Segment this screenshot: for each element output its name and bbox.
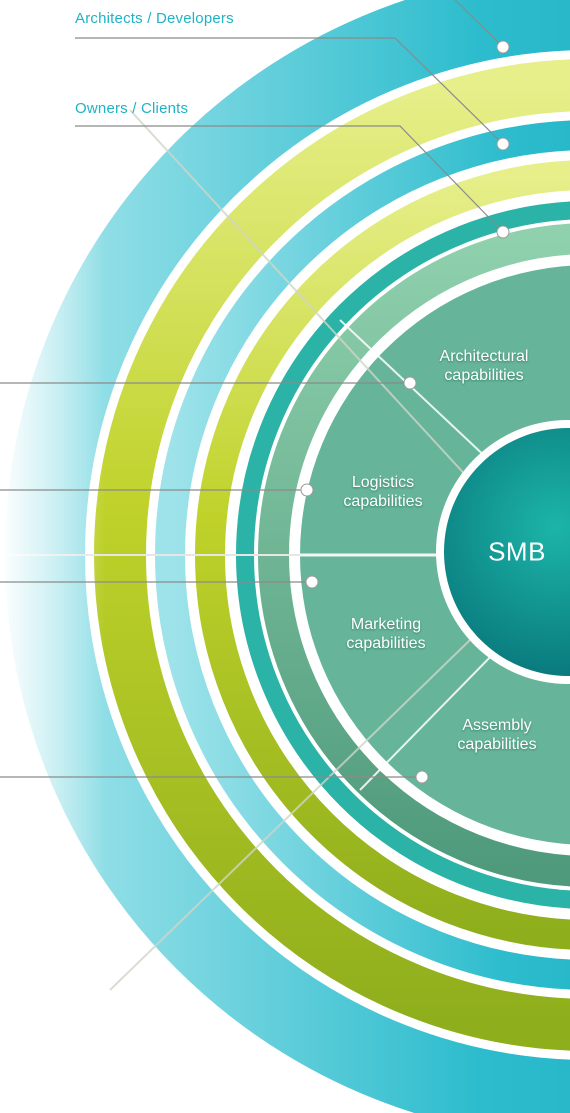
marketing-capabilities-label: Marketing capabilities (346, 615, 425, 653)
left-fade (0, 0, 300, 1113)
smb-center-label: SMB (488, 536, 546, 567)
assembly-line1: Assembly (462, 717, 532, 734)
leader-architects-developers (75, 37, 504, 145)
label-architects-developers: Architects / Developers (75, 10, 234, 27)
smb-disc (444, 428, 570, 676)
leader-owners-clients (75, 125, 504, 233)
logistics-capabilities-label: Logistics capabilities (343, 473, 422, 511)
architectural-capabilities-label: Architectural capabilities (440, 347, 529, 385)
dot-logistics (300, 483, 314, 497)
dot-owners-clients (496, 225, 510, 239)
logistics-line2: capabilities (343, 493, 423, 510)
dot-marketing (305, 575, 319, 589)
architectural-line1: Architectural (439, 348, 529, 365)
label-owners-clients: Owners / Clients (75, 100, 189, 117)
dot-architects-developers (496, 137, 510, 151)
marketing-line2: capabilities (346, 635, 426, 652)
assembly-capabilities-label: Assembly capabilities (457, 716, 536, 754)
assembly-line2: capabilities (457, 736, 537, 753)
marketing-line1: Marketing (350, 616, 422, 633)
dot-architectural (403, 376, 417, 390)
logistics-line1: Logistics (351, 474, 415, 491)
dot-assembly (415, 770, 429, 784)
dot-top (496, 40, 510, 54)
leader-top (454, 0, 504, 48)
architectural-line2: capabilities (444, 367, 524, 384)
